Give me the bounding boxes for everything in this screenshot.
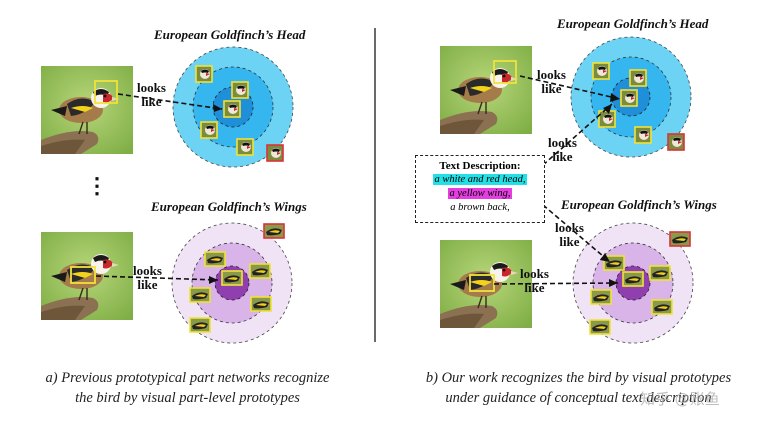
panel-a-wings-prototype-patches <box>189 223 285 333</box>
panel-b-bird-photo-bottom <box>439 239 533 329</box>
text-description-title: Text Description: <box>439 160 521 172</box>
panel-b-wings-prototype-patches <box>589 231 691 335</box>
text-phrase-wing: a yellow wing, <box>447 188 513 199</box>
text-description-box: Text Description: a white and red head, … <box>415 155 545 223</box>
panel-a-head-title: European Goldfinch’s Head <box>154 27 306 42</box>
panel-b-arrow-text-to-wings <box>542 204 611 263</box>
panel-b-arrow-bottom-head <box>609 279 618 287</box>
panel-b-arrow-top-head <box>610 93 620 102</box>
panel-b-arrow-top <box>519 75 621 100</box>
panel-a-arrow-top-head <box>213 104 222 112</box>
text-phrase-head: a white and red head, <box>432 174 528 185</box>
panel-a-wings-title: European Goldfinch’s Wings <box>151 199 307 214</box>
panel-b-arrow-text-to-head <box>542 103 613 166</box>
text-phrase-back: a brown back, <box>450 202 510 213</box>
panel-b-arrow-text-to-head-head <box>603 104 612 114</box>
panel-b-wings-title: European Goldfinch’s Wings <box>561 197 717 212</box>
panel-b-arrow-bottom <box>493 282 619 285</box>
panel-a-arrow-bottom <box>95 275 219 281</box>
panel-a-head-prototype-patches <box>195 65 284 162</box>
panel-b-arrow-text-to-wings-head <box>600 253 610 262</box>
panel-b-caption: b) Our work recognizes the bird by visua… <box>425 370 732 406</box>
panel-b-bird-photo-top <box>439 45 533 135</box>
watermark: 知乎 @账鱼 <box>640 390 720 408</box>
panel-a-arrow-top <box>117 93 223 110</box>
panel-a-ellipsis: ⋮ <box>86 173 108 199</box>
panel-b-head-title: European Goldfinch’s Head <box>557 16 709 31</box>
panel-a-arrow-bottom-head <box>209 276 218 284</box>
panel-a-caption: a) Previous prototypical part networks r… <box>45 370 330 406</box>
panel-a-bird-photo-bottom <box>40 231 134 321</box>
panel-a-bird-photo-top <box>40 65 134 155</box>
